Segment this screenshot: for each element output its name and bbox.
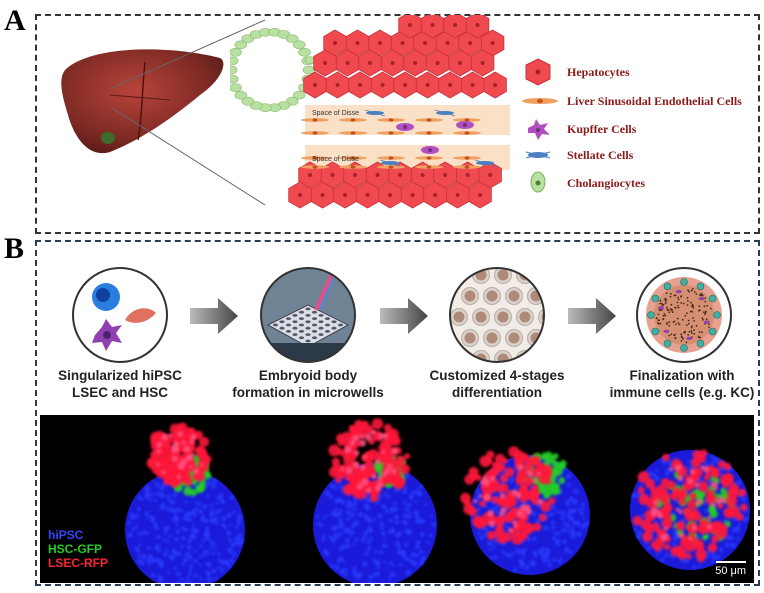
step-3-differentiation-wells bbox=[447, 265, 547, 365]
legend-kupffer: Kupffer Cells bbox=[567, 122, 636, 137]
legend-lsec: Liver Sinusoidal Endothelial Cells bbox=[567, 94, 742, 109]
step-4-label: Finalization withimmune cells (e.g. KC) bbox=[597, 367, 764, 401]
space-of-disse-label: Space of Disse bbox=[312, 110, 359, 117]
scale-bar: 50 μm bbox=[715, 561, 746, 577]
step-4-organoid-with-immune-cells bbox=[634, 265, 734, 365]
step-3-label: Customized 4-stagesdifferentiation bbox=[412, 367, 582, 401]
legend-stellate: Stellate Cells bbox=[567, 148, 633, 163]
liver-tissue-diagram bbox=[230, 15, 520, 230]
step-2-microwell-plate bbox=[258, 265, 358, 365]
arrow-icon bbox=[190, 298, 240, 334]
arrow-icon bbox=[380, 298, 430, 334]
legend-cholangiocytes: Cholangiocytes bbox=[567, 176, 645, 191]
legend-hepatocytes: Hepatocytes bbox=[567, 65, 630, 80]
fluorescence-image-strip: hiPSC HSC-GFP LSEC-RFP 50 μm bbox=[40, 415, 754, 583]
channel-label-hsc-gfp: HSC-GFP bbox=[48, 542, 102, 556]
space-of-disse-label: Space of Disse bbox=[312, 156, 359, 163]
step-1-label: Singularized hiPSCLSEC and HSC bbox=[35, 367, 205, 401]
step-2-label: Embryoid bodyformation in microwells bbox=[223, 367, 393, 401]
panel-b-letter: B bbox=[4, 232, 24, 266]
fluorescence-organoids bbox=[40, 415, 754, 583]
channel-label-hipsc: hiPSC bbox=[48, 528, 83, 542]
arrow-icon bbox=[568, 298, 618, 334]
stellate-cell-icon bbox=[526, 152, 550, 158]
channel-label-lsec-rfp: LSEC-RFP bbox=[48, 556, 108, 570]
step-1-singularized-cells bbox=[70, 265, 170, 365]
legend-icons bbox=[520, 55, 570, 200]
